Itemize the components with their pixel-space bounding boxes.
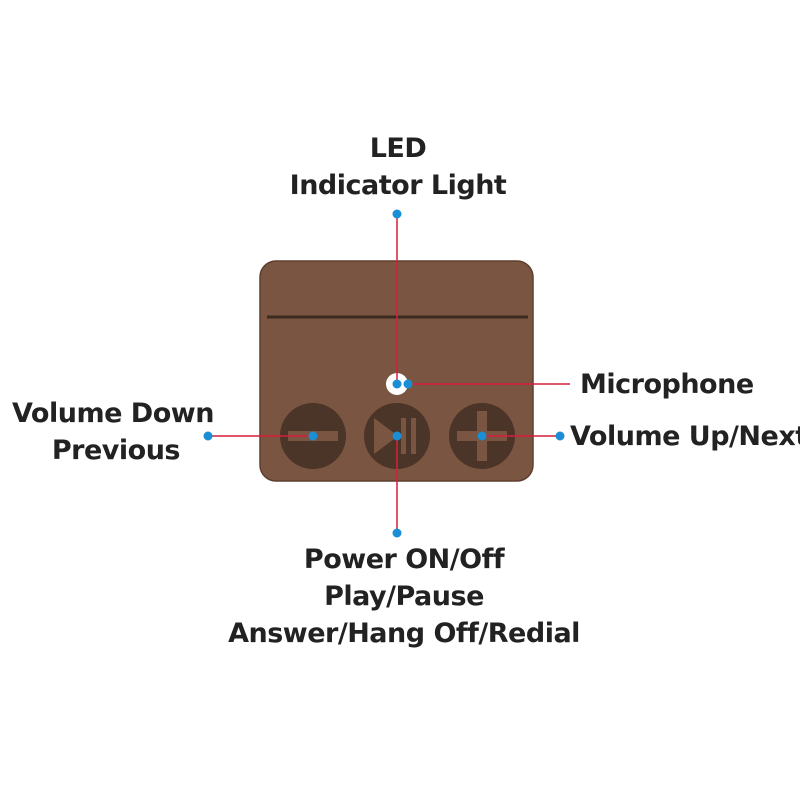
- led-anchor-dot: [392, 379, 402, 389]
- power-label: Power ON/Off Play/Pause Answer/Hang Off/…: [228, 541, 580, 652]
- volume-up-label: Volume Up/Next: [570, 418, 800, 455]
- power-label-line-3: Answer/Hang Off/Redial: [228, 618, 580, 649]
- microphone-label: Microphone: [580, 366, 754, 403]
- led-label: LED Indicator Light: [290, 130, 507, 204]
- volume-down-callout-dot: [203, 431, 213, 441]
- power-callout-dot: [392, 528, 402, 538]
- volume-down-label: Volume Down Previous: [12, 395, 214, 469]
- volume-down-label-line-1: Volume Down: [12, 398, 214, 429]
- volume-up-anchor-dot: [477, 431, 487, 441]
- volume-down-anchor-dot: [308, 431, 318, 441]
- led-callout-dot: [392, 209, 402, 219]
- volume-up-callout-dot: [555, 431, 565, 441]
- volume-down-label-line-2: Previous: [51, 435, 181, 466]
- power-label-line-2: Play/Pause: [324, 581, 484, 612]
- led-label-line-1: LED: [369, 133, 427, 164]
- play-pause-icon: [374, 418, 416, 454]
- power-label-line-1: Power ON/Off: [303, 544, 505, 575]
- volume-up-label-text: Volume Up/Next: [570, 421, 800, 452]
- microphone-anchor-dot: [403, 379, 413, 389]
- led-label-line-2: Indicator Light: [289, 170, 507, 201]
- power-anchor-dot: [392, 431, 402, 441]
- microphone-label-text: Microphone: [580, 369, 754, 400]
